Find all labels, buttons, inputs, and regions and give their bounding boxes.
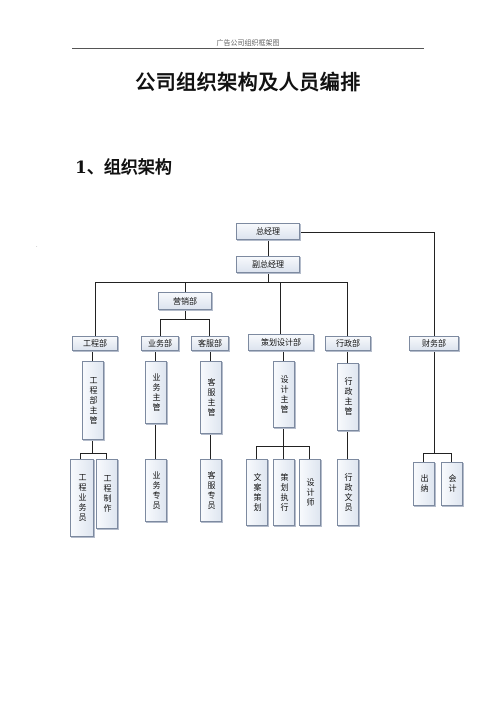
supervisor-business-box: 业务主管 bbox=[145, 361, 167, 424]
staff-service-specialist-box: 客服专员 bbox=[200, 459, 222, 522]
staff-admin-clerk-box: 行政文员 bbox=[337, 459, 359, 526]
dept-engineering-box: 工程部 bbox=[72, 336, 118, 351]
connector bbox=[347, 431, 348, 459]
staff-engineering-production-box: 工程制作 bbox=[96, 459, 118, 529]
deputy-manager-box: 副总经理 bbox=[236, 256, 300, 273]
connector bbox=[434, 351, 435, 453]
connector bbox=[451, 453, 452, 462]
connector bbox=[268, 273, 269, 282]
connector bbox=[268, 240, 269, 256]
connector bbox=[309, 446, 310, 459]
connector bbox=[80, 453, 81, 459]
connector bbox=[92, 440, 93, 453]
supervisor-administration-box: 行政主管 bbox=[337, 363, 359, 431]
connector bbox=[283, 351, 284, 361]
supervisor-customer-service-box: 客服主管 bbox=[200, 361, 222, 434]
connector bbox=[301, 232, 435, 233]
supervisor-planning-design-box: 设计主管 bbox=[273, 361, 295, 428]
dept-customer-service-box: 客服部 bbox=[191, 336, 229, 351]
document-title: 公司组织架构及人员编排 bbox=[135, 70, 361, 94]
connector bbox=[280, 282, 281, 334]
connector bbox=[210, 434, 211, 459]
connector bbox=[423, 453, 424, 462]
connector bbox=[423, 453, 452, 454]
section-title: 1、组织架构 bbox=[75, 158, 172, 178]
connector bbox=[160, 319, 210, 320]
connector bbox=[283, 446, 284, 459]
staff-planning-execution-box: 策划执行 bbox=[273, 459, 295, 526]
marketing-dept-box: 营销部 bbox=[158, 292, 212, 310]
connector bbox=[434, 232, 435, 336]
connector bbox=[155, 351, 156, 361]
connector bbox=[347, 282, 348, 336]
dept-planning-design-box: 策划设计部 bbox=[248, 334, 314, 351]
connector bbox=[210, 351, 211, 361]
supervisor-engineering-box: 工程部主管 bbox=[82, 361, 104, 440]
staff-business-specialist-box: 业务专员 bbox=[145, 459, 167, 522]
connector bbox=[160, 319, 161, 336]
connector bbox=[185, 282, 186, 292]
staff-copywriting-planning-box: 文案策划 bbox=[246, 459, 268, 526]
connector bbox=[209, 319, 210, 336]
staff-accountant-box: 会计 bbox=[441, 462, 463, 506]
stray-mark: · bbox=[36, 244, 38, 250]
connector bbox=[92, 351, 93, 361]
connector bbox=[95, 282, 348, 283]
connector bbox=[347, 351, 348, 363]
staff-designer-box: 设计师 bbox=[299, 459, 321, 526]
dept-business-box: 业务部 bbox=[141, 336, 179, 351]
general-manager-box: 总经理 bbox=[236, 223, 300, 240]
header-text: 广告公司组织框架图 bbox=[216, 39, 280, 47]
header-rule bbox=[72, 48, 424, 49]
staff-engineering-sales-box: 工程业务员 bbox=[70, 459, 94, 537]
connector bbox=[80, 453, 107, 454]
connector bbox=[95, 282, 96, 336]
connector bbox=[185, 310, 186, 319]
dept-finance-box: 财务部 bbox=[409, 336, 459, 351]
connector bbox=[106, 453, 107, 459]
connector bbox=[256, 446, 257, 459]
connector bbox=[283, 428, 284, 446]
connector bbox=[155, 424, 156, 459]
staff-cashier-box: 出纳 bbox=[413, 462, 435, 506]
dept-administration-box: 行政部 bbox=[325, 336, 371, 351]
